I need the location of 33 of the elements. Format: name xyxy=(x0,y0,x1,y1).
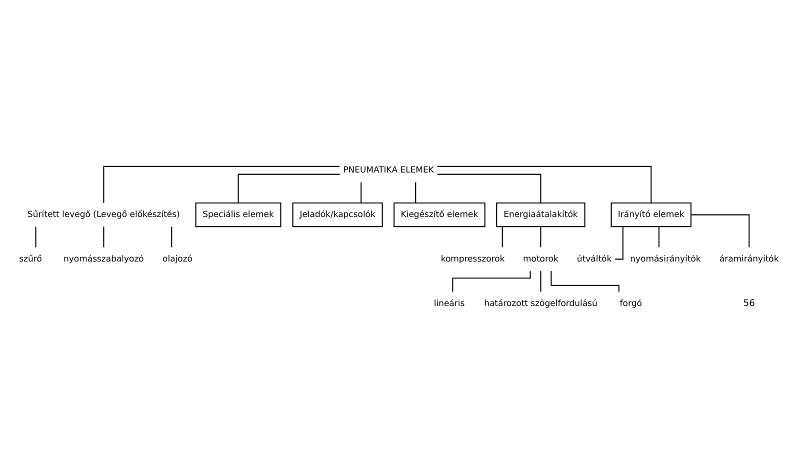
connector xyxy=(360,182,362,203)
connector xyxy=(415,182,416,203)
connector xyxy=(103,166,340,203)
node-text: nyomásszabalyozó xyxy=(64,254,144,264)
connector xyxy=(103,226,104,248)
label: 56 xyxy=(743,299,755,310)
connector xyxy=(35,226,36,248)
connector xyxy=(502,226,503,248)
connector xyxy=(540,271,542,292)
connector xyxy=(238,174,340,203)
connector xyxy=(658,226,660,248)
connector xyxy=(171,226,172,248)
node-text: útváltók xyxy=(576,254,612,264)
node-box: Jeladók/kapcsolók xyxy=(292,202,383,228)
connector xyxy=(540,226,542,248)
connector xyxy=(437,174,542,203)
node-box: Kiegészítő elemek xyxy=(394,202,486,228)
node-text: olajozó xyxy=(162,254,193,264)
node-box: Irányító elemek xyxy=(610,202,692,228)
node-text: forgó xyxy=(620,298,642,309)
node-box: Energiaátalakítók xyxy=(496,202,586,228)
node-text: motorok xyxy=(523,254,558,264)
node-text: szűrő xyxy=(19,254,42,264)
node-text: lineáris xyxy=(434,298,465,309)
node-text: határozott szögelfordulású xyxy=(484,298,598,309)
node-text: Sűrített levegő (Levegő előkészítés) xyxy=(28,210,180,220)
node-text: nyomásirányítók xyxy=(630,254,701,264)
connector xyxy=(690,214,750,248)
connector xyxy=(437,166,652,203)
node-box: Speciális elemek xyxy=(195,202,282,228)
node-text: kompresszorok xyxy=(440,254,505,264)
node-text: áramirányítók xyxy=(719,254,779,264)
node-text: PNEUMATIKA ELEMEK xyxy=(343,166,434,176)
